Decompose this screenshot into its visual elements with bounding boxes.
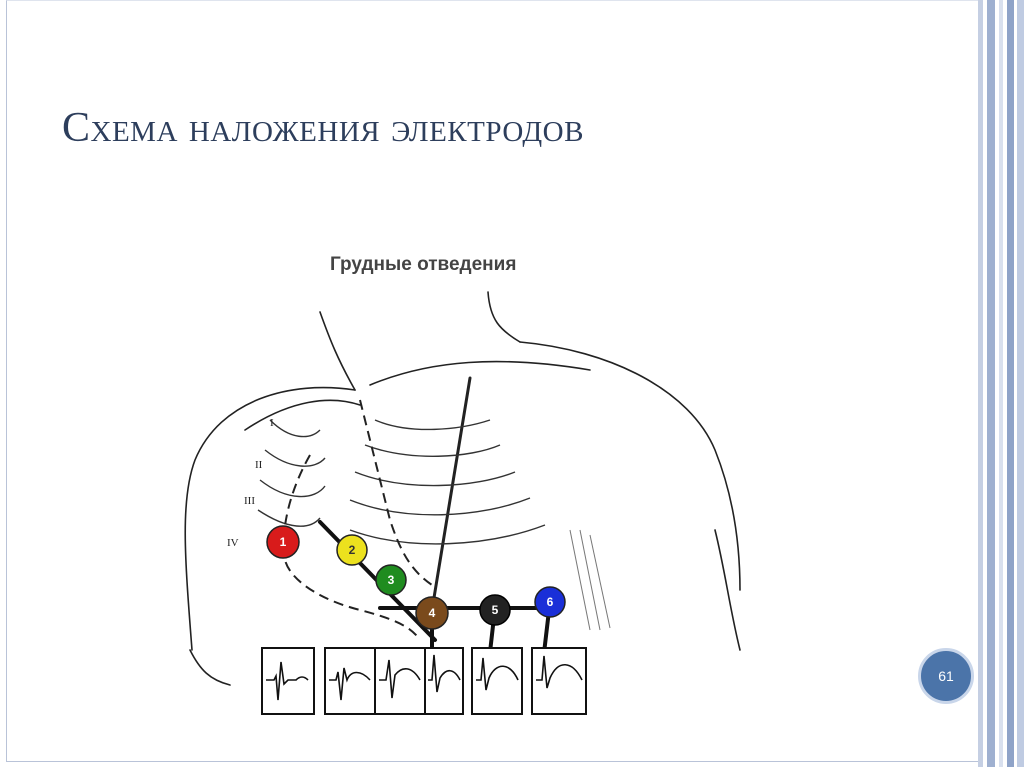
ecg-box-v4	[425, 648, 463, 714]
decorative-side-bars	[978, 0, 1024, 767]
diagram-caption: Грудные отведения	[330, 254, 516, 275]
clavicle	[245, 400, 360, 430]
ecg-box-v6	[532, 648, 586, 714]
rib	[350, 525, 545, 544]
shading-line	[580, 530, 600, 630]
ecg-box-v3	[375, 648, 425, 714]
side-bar	[1007, 0, 1014, 767]
side-bar	[978, 0, 983, 767]
shading-line	[590, 535, 610, 628]
side-bar	[999, 0, 1003, 767]
side-bar	[987, 0, 995, 767]
clavicle	[370, 362, 590, 385]
ecg-box-v5	[472, 648, 522, 714]
rib	[375, 420, 490, 429]
armpit-line	[190, 650, 230, 685]
side-bar	[1017, 0, 1024, 767]
chest-lead-diagram: Грудные отведения	[170, 230, 790, 730]
armpit-line	[715, 530, 740, 650]
rib	[365, 445, 500, 456]
svg-text:3: 3	[388, 573, 395, 587]
electrode-v4: 4	[416, 597, 448, 629]
ecg-box-v2	[325, 648, 375, 714]
rib-label: II	[255, 459, 263, 471]
rib	[260, 480, 325, 497]
rib-label: IV	[227, 537, 239, 549]
rib	[350, 498, 530, 515]
slide-title: Схема наложения электродов	[62, 104, 584, 152]
svg-text:2: 2	[349, 543, 356, 557]
svg-text:5: 5	[492, 603, 499, 617]
electrode-v6: 6	[535, 587, 565, 617]
rib	[270, 420, 320, 437]
electrode-v3: 3	[376, 565, 406, 595]
shading-line	[570, 530, 590, 630]
rib	[258, 510, 320, 526]
electrode-v1: 1	[267, 526, 299, 558]
anterior-axillary-guide	[360, 400, 432, 585]
svg-text:1: 1	[280, 535, 287, 549]
rib-label: I	[270, 417, 274, 429]
shoulder-outline	[520, 342, 740, 590]
neck-outline	[320, 312, 355, 390]
svg-text:6: 6	[547, 595, 554, 609]
electrode-v5: 5	[480, 595, 510, 625]
neck-outline	[488, 292, 520, 342]
rib	[265, 450, 325, 466]
sternum-line	[432, 378, 470, 610]
svg-text:4: 4	[429, 606, 436, 620]
page-number-badge: 61	[918, 648, 974, 704]
rib-label: III	[244, 495, 255, 507]
electrode-v2: 2	[337, 535, 367, 565]
